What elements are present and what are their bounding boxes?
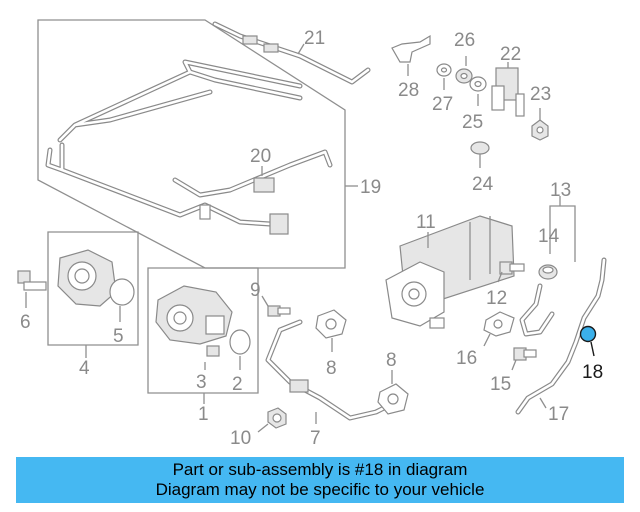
callout-12: 12 — [486, 288, 507, 309]
valve-22 — [491, 62, 525, 117]
nut-23 — [531, 108, 549, 141]
callout-20: 20 — [250, 146, 271, 167]
bolt-12 — [497, 261, 525, 283]
banner-line-1: Part or sub-assembly is #18 in diagram — [172, 460, 468, 479]
bracket-28 — [391, 34, 431, 76]
callout-27: 27 — [432, 94, 453, 115]
pipe-17 — [515, 257, 607, 415]
bushing-26 — [455, 56, 473, 84]
callout-10: 10 — [230, 428, 251, 449]
callout-24: 24 — [472, 174, 494, 195]
parts-diagram: 1 2 3 4 5 6 7 8 8 9 10 11 12 13 14 15 16… — [17, 19, 607, 449]
callout-23: 23 — [530, 84, 551, 105]
bolt-15 — [511, 347, 537, 371]
gasket-8a — [315, 309, 347, 352]
callout-8b: 8 — [386, 350, 397, 371]
nut-10 — [257, 407, 287, 433]
callout-25: 25 — [462, 112, 483, 133]
bolt-9 — [261, 295, 291, 317]
callout-4: 4 — [79, 358, 90, 379]
callout-19: 19 — [360, 177, 381, 198]
gasket-16 — [483, 311, 515, 347]
cover-assembly-19 — [37, 19, 358, 269]
callout-14: 14 — [538, 226, 560, 247]
callout-28: 28 — [398, 80, 419, 101]
callout-5: 5 — [113, 326, 124, 347]
callout-3: 3 — [196, 372, 207, 393]
gasket-18-highlighted[interactable] — [579, 325, 597, 357]
grommet-14 — [538, 264, 558, 280]
callout-7: 7 — [310, 428, 321, 449]
callout-1: 1 — [198, 404, 209, 425]
rod-21 — [212, 21, 371, 85]
callout-8a: 8 — [326, 358, 337, 379]
callout-2: 2 — [232, 374, 243, 395]
callout-13: 13 — [550, 180, 571, 201]
fastener-24 — [470, 141, 490, 168]
callout-16: 16 — [456, 348, 477, 369]
clip-20 — [253, 166, 275, 193]
washer-25 — [469, 76, 487, 106]
callout-26: 26 — [454, 30, 475, 51]
callout-15: 15 — [490, 374, 511, 395]
banner-line-2: Diagram may not be specific to your vehi… — [155, 480, 485, 499]
info-banner: Part or sub-assembly is #18 in diagram D… — [16, 457, 624, 503]
callout-17: 17 — [548, 404, 569, 425]
callout-21: 21 — [304, 28, 325, 49]
egr-cooler-11 — [385, 215, 515, 329]
group-box-4 — [47, 231, 139, 358]
pipe-7 — [265, 319, 395, 424]
callout-9: 9 — [250, 280, 261, 301]
bolt-6 — [17, 270, 47, 308]
callout-6: 6 — [20, 312, 31, 333]
callout-22: 22 — [500, 44, 521, 65]
gasket-8b — [377, 370, 409, 415]
callout-11: 11 — [416, 212, 436, 233]
callout-18[interactable]: 18 — [582, 362, 603, 383]
group-box-1 — [147, 267, 259, 404]
hose-13 — [519, 283, 555, 337]
washer-27 — [436, 63, 452, 90]
group-bracket-13 — [549, 196, 576, 262]
